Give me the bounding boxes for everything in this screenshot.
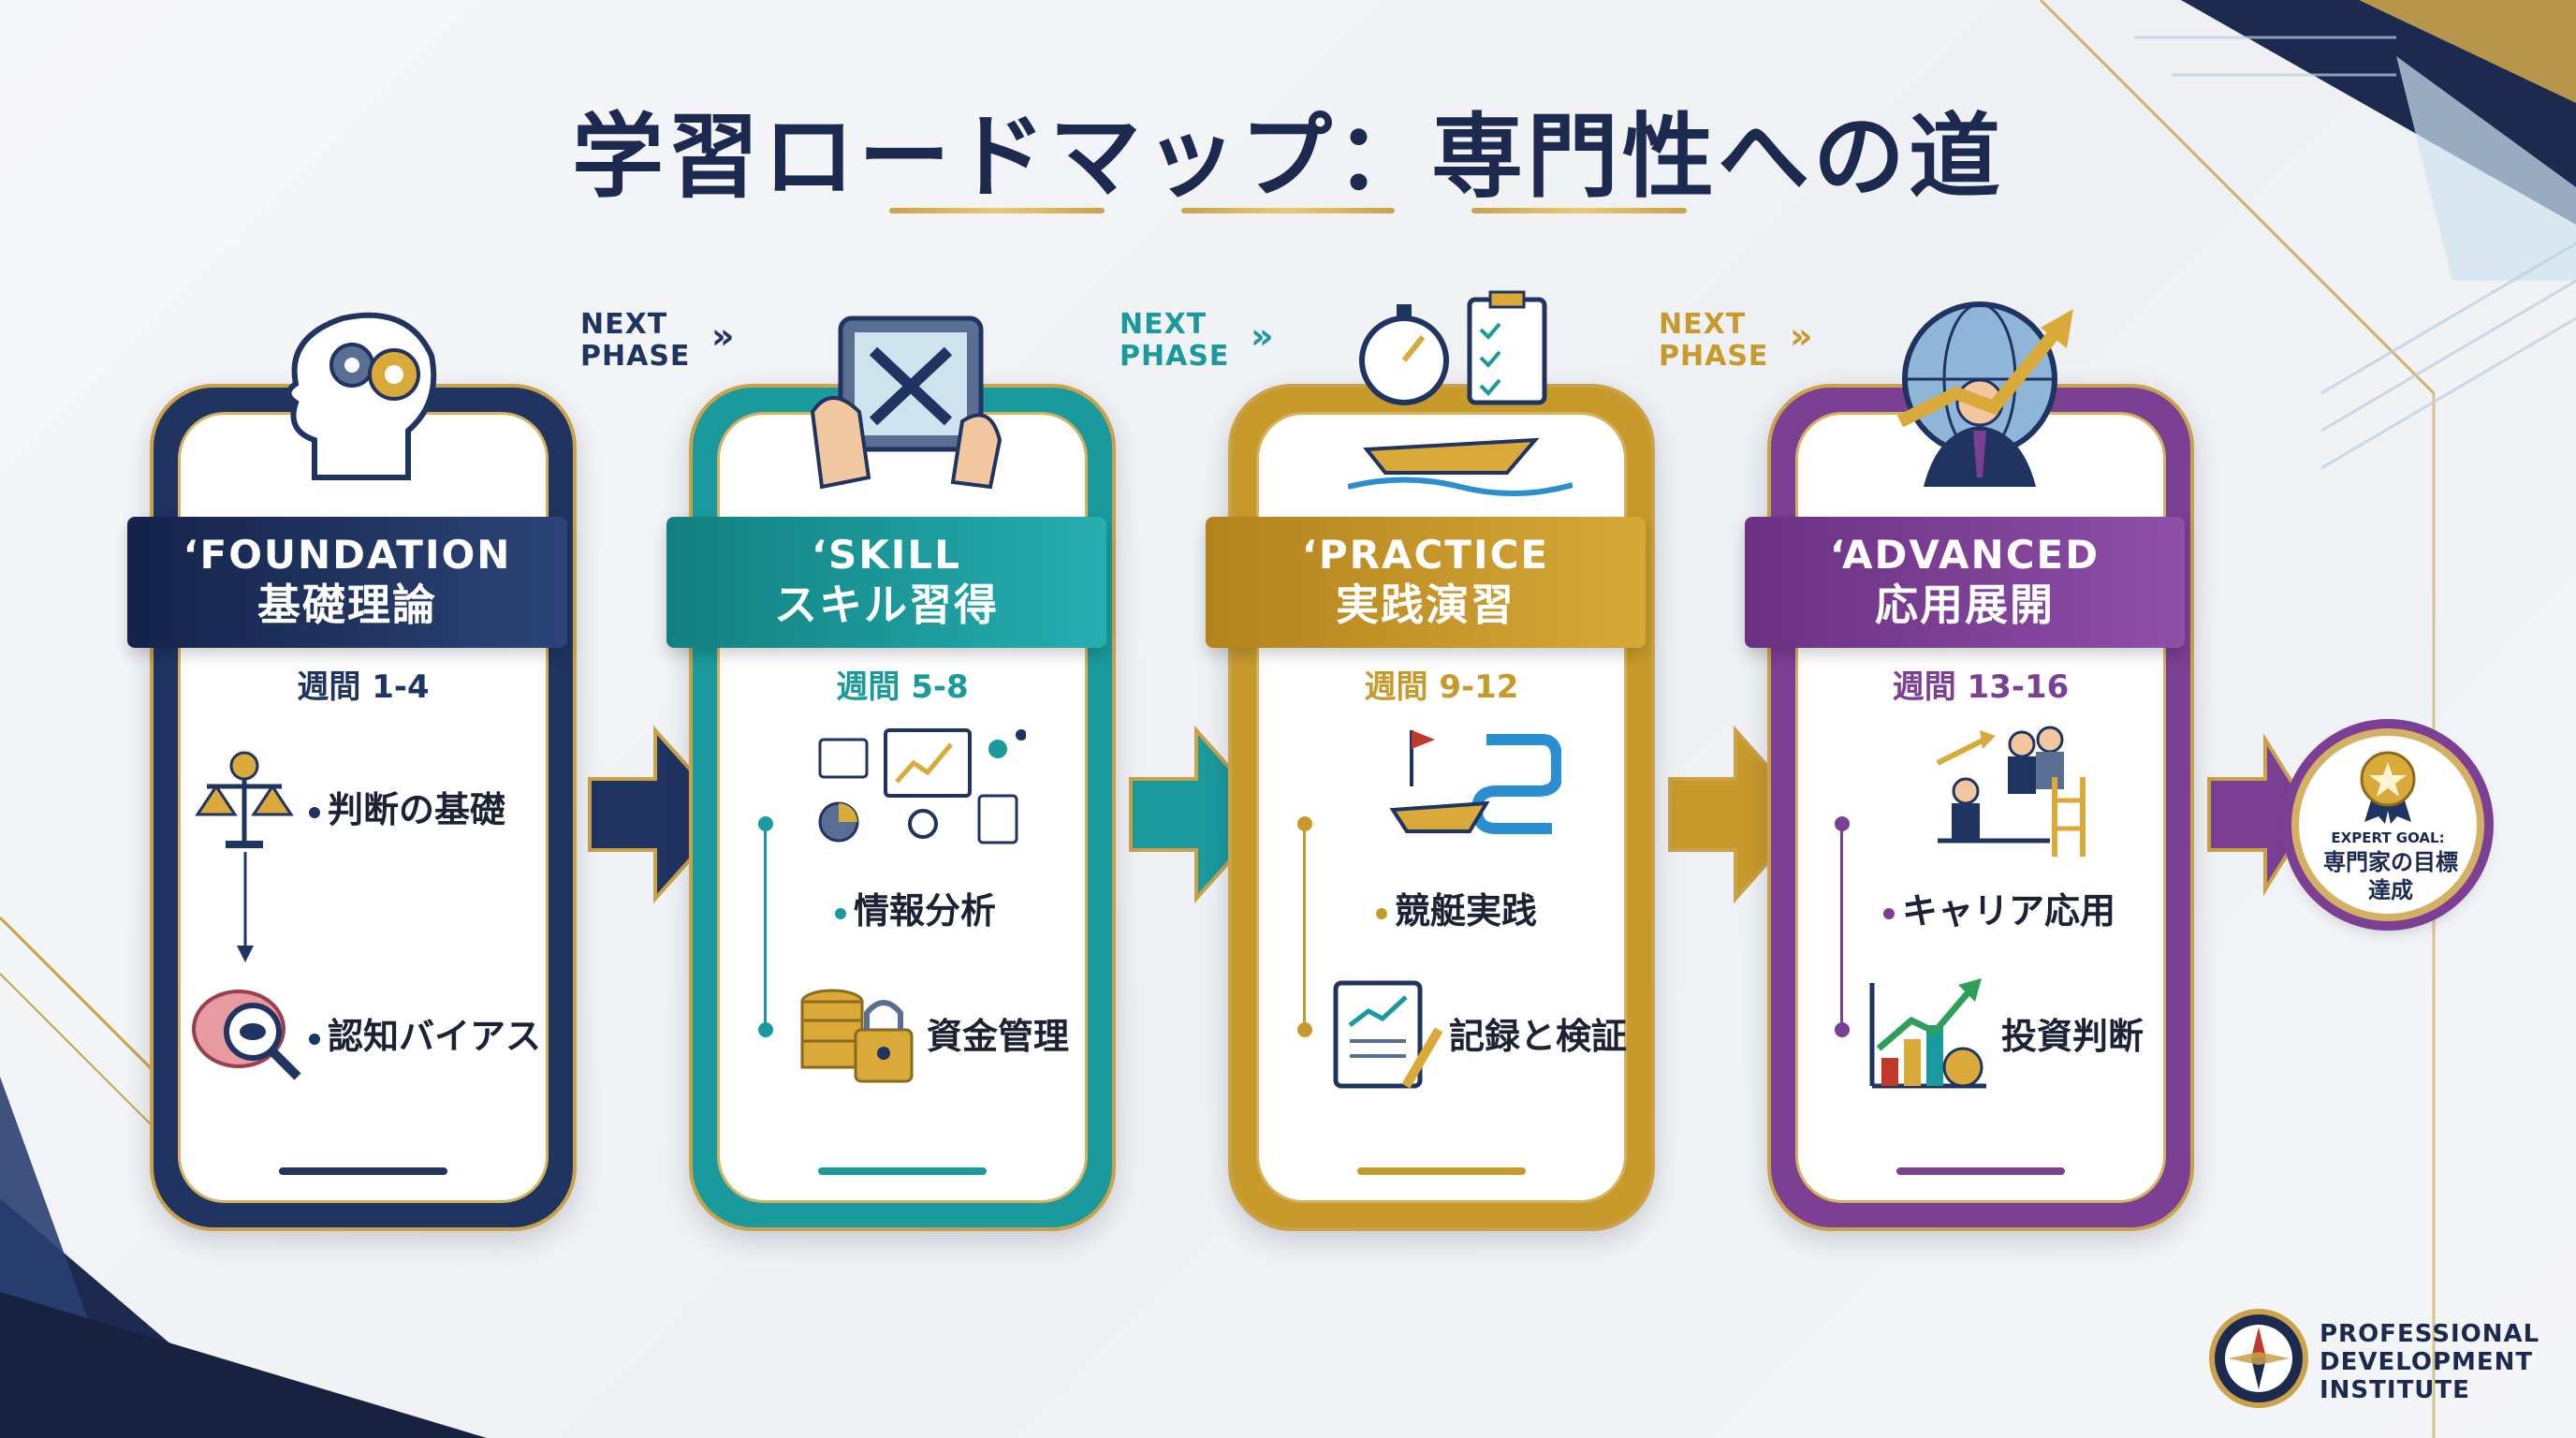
- arrow-connector-4: [2207, 733, 2315, 896]
- phase-weeks: 週間 13-16: [1892, 668, 2070, 706]
- list-item: 資金管理: [927, 1016, 1070, 1057]
- boat-course-icon: [1389, 730, 1561, 834]
- card-footer-bar: [1896, 1167, 2065, 1175]
- list-item: 認知バイアス: [309, 1007, 541, 1059]
- double-chevron-icon: »: [1251, 315, 1275, 357]
- institute-logo-text: PROFESSIONAL DEVELOPMENT INSTITUTE: [2320, 1320, 2540, 1404]
- page-title: 学習ロードマップ：専門性への道: [571, 104, 2004, 211]
- card-footer-bar: [279, 1167, 447, 1175]
- card-footer-bar: [1357, 1167, 1526, 1175]
- card-footer-bar: [818, 1167, 987, 1175]
- globe-businessman-icon: [1896, 301, 2073, 487]
- stopwatch-boat-icon: [1348, 290, 1573, 496]
- phase-weeks: 週間 1-4: [297, 668, 430, 706]
- list-item: キャリア応用: [1883, 882, 2115, 933]
- scales-icon: [195, 751, 294, 848]
- double-chevron-icon: »: [1790, 315, 1814, 357]
- title-underline: [889, 208, 1105, 213]
- phase-weeks: 週間 9-12: [1364, 668, 1519, 706]
- phase-weeks: 週間 5-8: [836, 668, 969, 706]
- phase-banner-advanced: ‘ADVANCED 応用展開: [1745, 517, 2185, 648]
- phase-banner-skill: ‘SKILL スキル習得: [666, 517, 1106, 648]
- list-item: 記録と検証: [1449, 1016, 1628, 1057]
- title-underline: [1181, 208, 1395, 213]
- list-item: 判断の基礎: [309, 781, 505, 832]
- list-item: 情報分析: [835, 882, 996, 933]
- investment-chart-icon: [1869, 978, 1986, 1089]
- dashboard-icon: [818, 728, 1026, 844]
- title-underline: [1471, 208, 1687, 213]
- expert-goal-badge: EXPERT GOAL: 専門家の目標達成: [2291, 728, 2484, 921]
- list-item: 競艇実践: [1376, 882, 1537, 933]
- flow-arrow-down: [237, 852, 254, 962]
- list-item: 投資判断: [2001, 1016, 2144, 1057]
- brain-magnifier-icon: [192, 990, 301, 1080]
- career-ladder-icon: [1936, 726, 2086, 857]
- head-gears-icon: [285, 312, 437, 480]
- phase-banner-practice: ‘PRACTICE 実践演習: [1206, 517, 1646, 648]
- coins-lock-icon: [800, 989, 914, 1083]
- notebook-chart-icon: [1333, 980, 1443, 1089]
- double-chevron-icon: »: [711, 315, 736, 357]
- phase-banner-foundation: ‘FOUNDATION 基礎理論: [127, 517, 567, 648]
- medal-icon: [2360, 751, 2416, 824]
- tablet-tools-icon: [810, 315, 1003, 490]
- compass-icon: [2209, 1309, 2308, 1408]
